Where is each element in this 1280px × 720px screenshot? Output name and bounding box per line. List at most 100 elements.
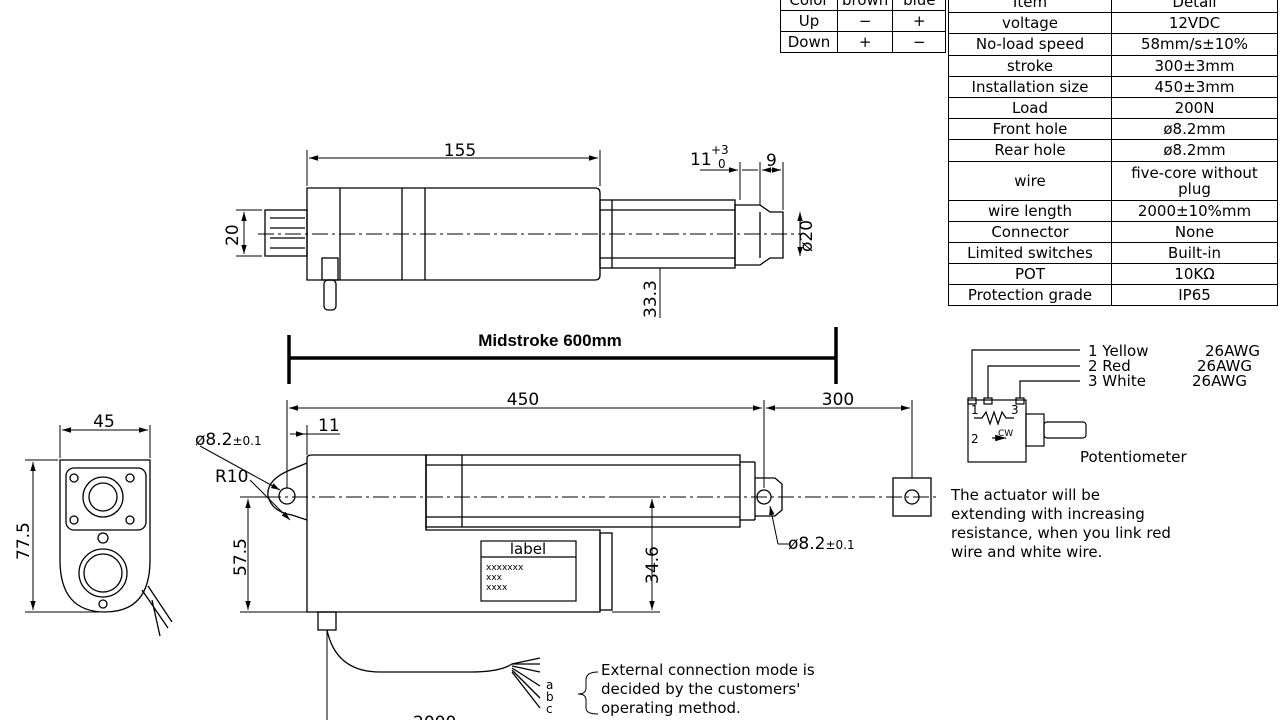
top-dim-tolerance-sub: 0 xyxy=(718,157,726,171)
note-resistance-line: wire and white wire. xyxy=(951,543,1102,561)
side-dim-front-hole: ø8.2±0.1 xyxy=(788,534,855,554)
spec-detail: ø8.2mm xyxy=(1111,139,1278,162)
label-line: xxxxxxx xyxy=(486,563,524,573)
spec-item: voltage xyxy=(948,12,1112,35)
side-dim-11: 11 xyxy=(318,416,340,436)
side-cable-gland xyxy=(317,611,337,631)
direction-row-down: Down + − xyxy=(780,31,947,53)
spec-detail: ø8.2mm xyxy=(1111,118,1278,141)
spec-item: Installation size xyxy=(948,75,1112,98)
end-view-dims xyxy=(25,425,151,613)
end-outline xyxy=(59,459,151,613)
top-view-dims xyxy=(236,150,803,318)
top-dim-rod-dia: ø20 xyxy=(797,220,817,252)
end-dim-width: 45 xyxy=(93,412,115,432)
label-line: xxxx xyxy=(486,583,508,593)
pot-gauge-2: 26AWG xyxy=(1197,357,1252,375)
spec-item: Rear hole xyxy=(948,139,1112,162)
side-cable xyxy=(326,629,540,673)
side-motor-housing xyxy=(306,454,601,613)
spec-item: Connector xyxy=(948,220,1112,243)
label-line: xxx xyxy=(486,573,503,583)
direction-table: Color brown blue Up − + Down + − xyxy=(780,0,947,53)
direction-row-up: Up − + xyxy=(780,10,947,32)
pot-resistor-symbol xyxy=(974,410,1014,426)
spec-item: wire length xyxy=(948,199,1112,222)
direction-cell: + xyxy=(892,10,947,32)
side-dim-wire: 2000 xyxy=(413,713,456,720)
side-dim-r10: R10 xyxy=(215,467,248,487)
top-body xyxy=(306,187,601,281)
pot-pin-3: 3 xyxy=(1011,403,1019,417)
top-view xyxy=(258,187,800,311)
top-dim-33: 33.3 xyxy=(641,280,661,318)
side-dim-450: 450 xyxy=(507,390,539,410)
direction-cell: − xyxy=(836,10,894,32)
note-resistance-line: extending with increasing xyxy=(951,505,1145,523)
top-dim-9: 9 xyxy=(766,151,777,171)
side-dim-rear-hole: ø8.2±0.1 xyxy=(195,430,262,450)
pot-wire-2: 2 Red xyxy=(1088,357,1131,375)
side-label-box: label xxxxxxx xxx xxxx xyxy=(480,540,577,602)
connection-brace xyxy=(577,671,599,715)
pot-shaft xyxy=(1043,421,1087,439)
end-flange xyxy=(65,467,147,531)
pot-pin-1: 1 xyxy=(971,403,979,417)
side-dim-rear-hole-tol: ±0.1 xyxy=(232,434,261,448)
rear-hole xyxy=(278,487,296,505)
note-connection-line: operating method. xyxy=(601,699,741,717)
top-dim-length: 155 xyxy=(444,141,476,161)
pot-cw: CW xyxy=(998,429,1013,439)
side-gear-block xyxy=(599,532,613,611)
top-dim-tolerance-sup: +3 xyxy=(711,143,729,157)
top-rod-end xyxy=(734,204,784,266)
side-dim-300: 300 xyxy=(822,390,854,410)
side-dim-front-hole-value: ø8.2 xyxy=(788,534,825,554)
pot-wire-1: 1 Yellow xyxy=(1088,342,1149,360)
pot-caption: Potentiometer xyxy=(1080,448,1187,466)
note-resistance-line: resistance, when you link red xyxy=(951,524,1171,542)
wire-letter-b: b xyxy=(546,690,554,704)
spec-item: wire xyxy=(948,160,1112,201)
side-dim-front-hole-tol: ±0.1 xyxy=(825,538,854,552)
end-view xyxy=(59,459,173,637)
direction-cell: − xyxy=(892,31,947,53)
end-cable xyxy=(141,585,173,637)
spec-item: Protection grade xyxy=(948,284,1112,307)
pot-wire-3: 3 White xyxy=(1088,372,1146,390)
note-resistance-line: The actuator will be xyxy=(950,486,1100,504)
top-dim-tolerance-base: 11 xyxy=(690,150,712,170)
label-title: label xyxy=(510,540,546,558)
midstroke-bar xyxy=(287,327,838,384)
top-dim-height: 20 xyxy=(223,224,243,246)
top-end-cap xyxy=(264,209,308,257)
pot-shaft-base xyxy=(1025,413,1045,447)
spec-detail: five-core without plug xyxy=(1111,160,1278,201)
spec-detail: IP65 xyxy=(1111,284,1278,307)
side-dim-rear-hole-value: ø8.2 xyxy=(195,430,232,450)
wire-letter-c: c xyxy=(546,702,553,716)
pot-gauge-3: 26AWG xyxy=(1192,372,1247,390)
end-dim-height: 77.5 xyxy=(14,522,34,560)
side-dim-57: 57.5 xyxy=(231,538,251,576)
direction-cell: Down xyxy=(780,31,838,53)
direction-cell: + xyxy=(836,31,894,53)
note-connection-line: External connection mode is xyxy=(601,661,815,679)
pot-pin-2: 2 xyxy=(971,432,979,446)
potentiometer xyxy=(967,349,1087,463)
top-cable-gland xyxy=(321,257,339,281)
wire-letter-a: a xyxy=(546,678,553,692)
pot-gauge-1: 26AWG xyxy=(1205,342,1260,360)
side-dim-34: 34.6 xyxy=(643,546,663,584)
midstroke-label: Midstroke 600mm xyxy=(478,331,622,350)
